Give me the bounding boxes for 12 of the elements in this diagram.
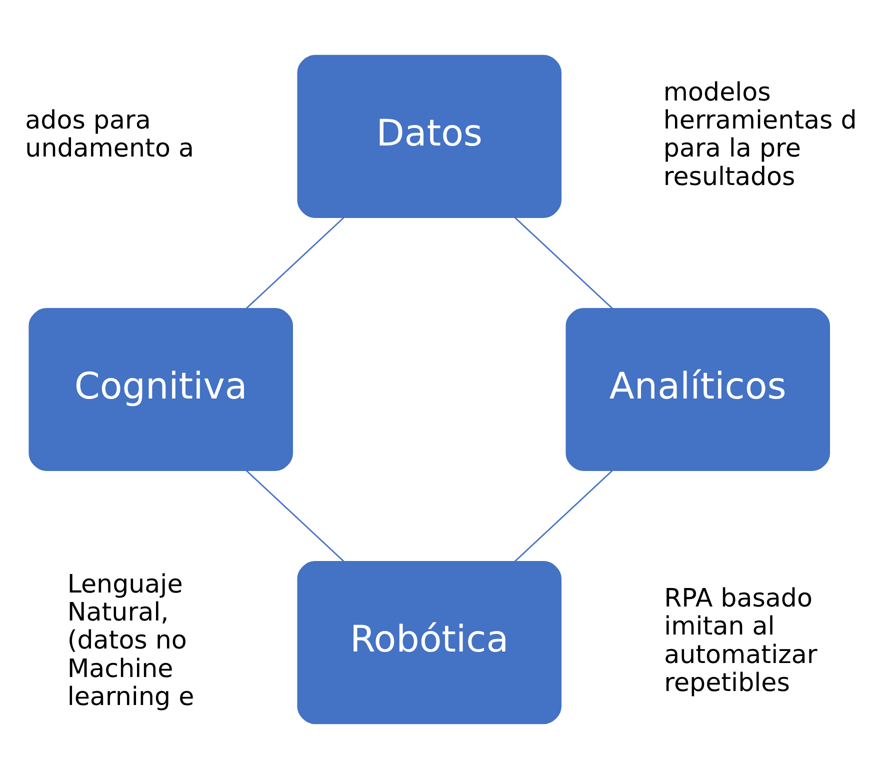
node-box: Analíticos [566, 308, 830, 472]
connector [246, 216, 344, 309]
node-box: Robótica [297, 561, 562, 724]
label: modelos herramientas d para la pre resultados [663, 77, 857, 191]
label: ados para undamento a [25, 106, 194, 163]
label: RPA basado imitan al automatizar repetibles [664, 584, 818, 697]
label: Lenguaje Natural, (datos no Machine learning e [67, 569, 194, 711]
connector [514, 216, 613, 309]
connector [514, 470, 613, 562]
connector [246, 470, 344, 562]
node-box: Datos [297, 54, 562, 218]
node-box: Cognitiva [28, 308, 293, 472]
